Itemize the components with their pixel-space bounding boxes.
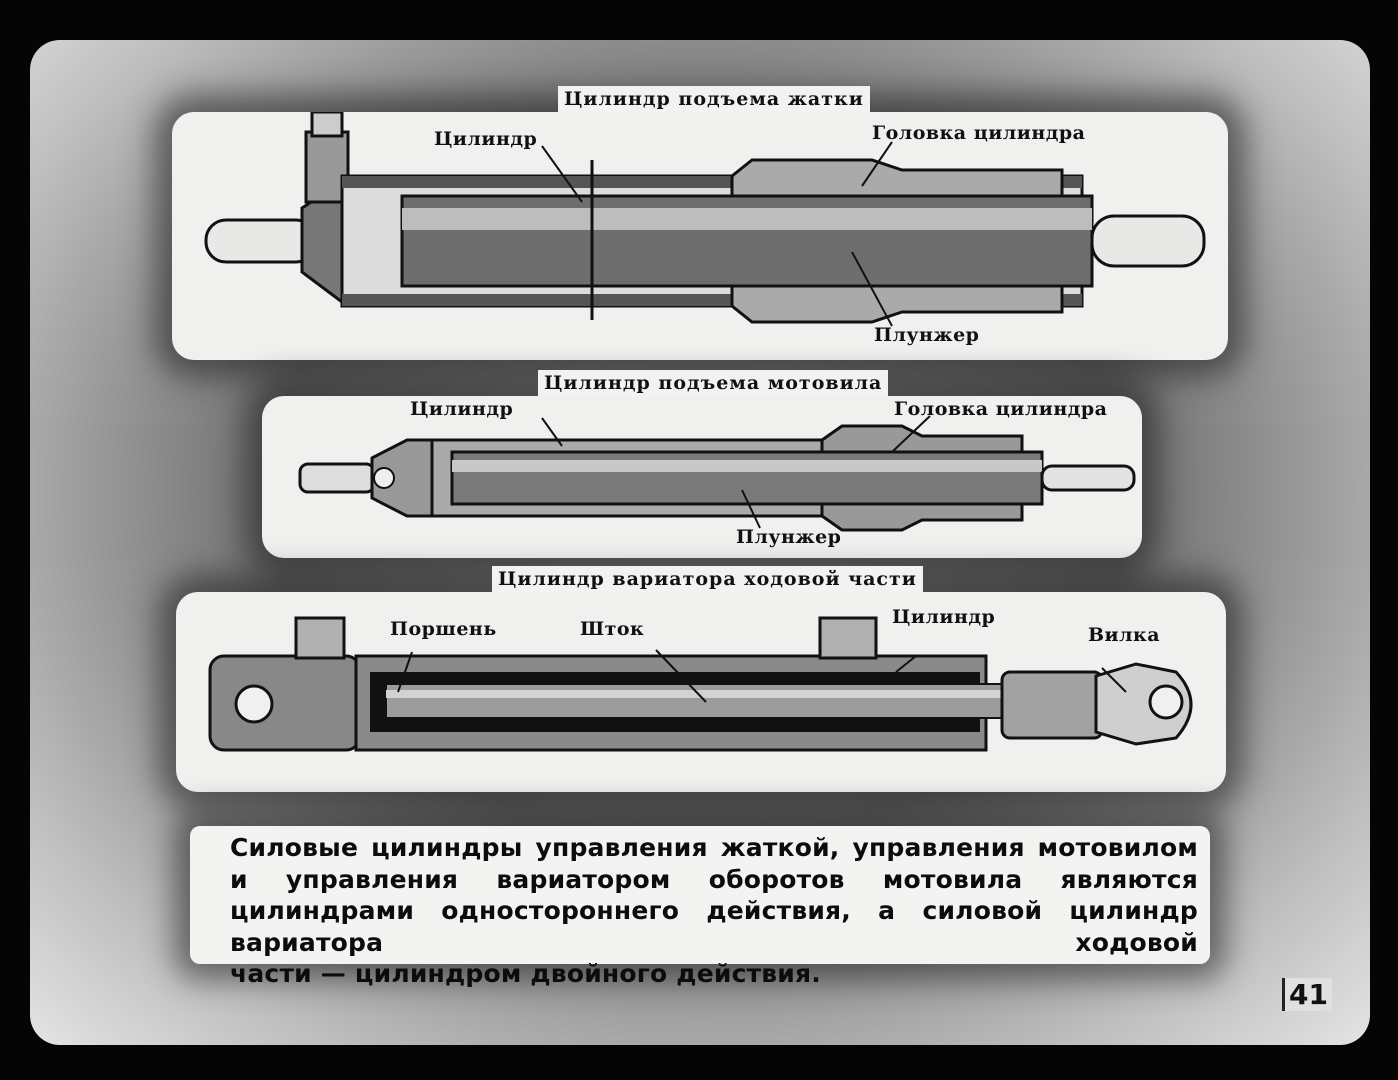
variator-drawing: [208, 616, 1193, 752]
header-lift-drawing: [204, 112, 1206, 327]
header-lift-cylinder-label: Цилиндр: [434, 128, 538, 150]
caption-line-1: Силовые цилиндры управления жаткой, упра…: [230, 833, 1198, 862]
header-lift-plunger-label: Плунжер: [874, 324, 980, 346]
page-number: 41: [1282, 978, 1332, 1011]
caption-line-3: одностороннего действия, а силовой цилин…: [230, 896, 1198, 957]
variator-panel: Поршень Шток Цилиндр Вилка: [176, 592, 1226, 792]
reel-lift-title: Цилиндр подъема мотовила: [538, 370, 889, 396]
reel-lift-head-label: Головка цилиндра: [894, 398, 1108, 420]
header-lift-head-label: Головка цилиндра: [872, 122, 1086, 144]
caption-line-2: и управления вариатором оборотов мотовил…: [230, 864, 1198, 926]
variator-piston-label: Поршень: [390, 618, 497, 640]
variator-fork-label: Вилка: [1088, 624, 1161, 646]
reel-lift-drawing: [298, 415, 1136, 532]
reel-lift-panel: Цилиндр Головка цилиндра Плунжер: [262, 396, 1142, 558]
variator-title: Цилиндр вариатора ходовой части: [492, 566, 923, 592]
variator-cylinder-label: Цилиндр: [892, 606, 996, 628]
caption-text: Силовые цилиндры управления жаткой, упра…: [230, 832, 1198, 990]
variator-rod-label: Шток: [580, 618, 645, 640]
slide: Цилиндр Головка цилиндра Плунжер Цилиндр…: [30, 40, 1370, 1045]
header-lift-title: Цилиндр подъема жатки: [558, 86, 870, 112]
caption-box: Силовые цилиндры управления жаткой, упра…: [190, 826, 1210, 988]
header-lift-panel: Цилиндр Головка цилиндра Плунжер: [172, 112, 1228, 360]
reel-lift-plunger-label: Плунжер: [736, 526, 842, 548]
reel-lift-cylinder-label: Цилиндр: [410, 398, 514, 420]
caption-line-4: части — цилиндром двойного действия.: [230, 959, 821, 988]
